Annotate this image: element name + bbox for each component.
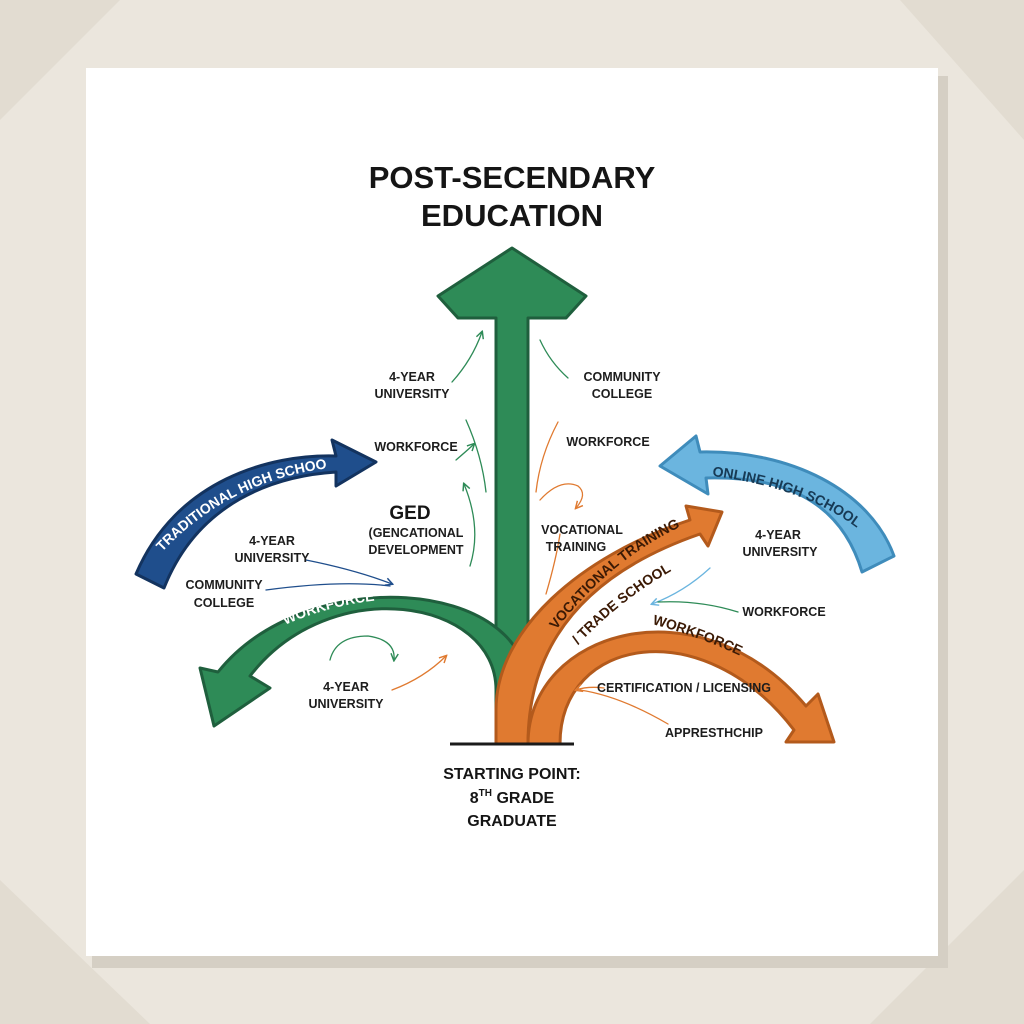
lower-university-label-1: 4-YEAR [323, 680, 369, 694]
vocational-training-band [494, 504, 724, 746]
starting-point-line-2: 8TH GRADE [470, 788, 555, 807]
connector-green-loop [329, 635, 394, 660]
left-university-label-1: 4-YEAR [249, 534, 295, 548]
workforce-green-band [198, 595, 530, 746]
grade-number: 8 [470, 790, 479, 807]
connector-ged [464, 484, 476, 567]
center-vocational-label-2: TRAINING [546, 540, 606, 554]
connector-low-univ [391, 656, 446, 691]
apprenticeship-label: APPRESTHCHIP [665, 726, 763, 740]
left-cc-label-2: COLLEGE [194, 596, 254, 610]
main-up-arrow [436, 246, 588, 746]
lower-university-label-2: UNIVERSITY [308, 697, 384, 711]
workforce-orange-band [526, 630, 836, 746]
connector-green-stem [465, 419, 487, 493]
grade-word: GRADE [492, 790, 555, 807]
grade-superscript: TH [479, 788, 492, 799]
connector-cert [576, 687, 605, 690]
connector-univ-center [451, 332, 482, 383]
online-high-school-band [658, 434, 896, 574]
left-cc-label-1: COMMUNITY [185, 578, 263, 592]
diagram-title-line-1: POST-SECENDARY [369, 160, 656, 195]
center-university-label-2: UNIVERSITY [374, 387, 450, 401]
diagram-title-line-2: EDUCATION [421, 198, 603, 233]
right-university-label-2: UNIVERSITY [742, 545, 818, 559]
starting-point-line-1: STARTING POINT: [443, 766, 580, 783]
certification-label: CERTIFICATION / LICENSING [597, 681, 771, 695]
connector-workforce-left [455, 444, 474, 461]
center-workforce-right-label: WORKFORCE [566, 435, 649, 449]
connector-left-cc [265, 583, 391, 591]
ged-label-3: DEVELOPMENT [368, 543, 464, 557]
connector-appr [579, 689, 669, 725]
left-university-label-2: UNIVERSITY [234, 551, 310, 565]
ged-label-1: GED [389, 503, 430, 524]
connector-vocational-center [545, 533, 561, 595]
starting-point-line-3: GRADUATE [467, 813, 557, 830]
center-workforce-label: WORKFORCE [374, 440, 457, 454]
connector-orange-workforce [535, 421, 559, 493]
connector-left-univ [305, 559, 392, 584]
right-workforce-label: WORKFORCE [742, 605, 825, 619]
connector-cc-center [539, 339, 569, 379]
connector-arrows [265, 332, 739, 725]
right-university-label-1: 4-YEAR [755, 528, 801, 542]
center-university-label-1: 4-YEAR [389, 370, 435, 384]
center-cc-label-2: COLLEGE [592, 387, 652, 401]
center-cc-label-1: COMMUNITY [583, 370, 661, 384]
traditional-high-school-band [134, 438, 378, 590]
connector-orange-loop [539, 483, 583, 508]
center-vocational-label-1: VOCATIONAL [541, 523, 623, 537]
connector-right-workforce [657, 601, 739, 613]
ged-label-2: (GENCATIONAL [369, 526, 464, 540]
